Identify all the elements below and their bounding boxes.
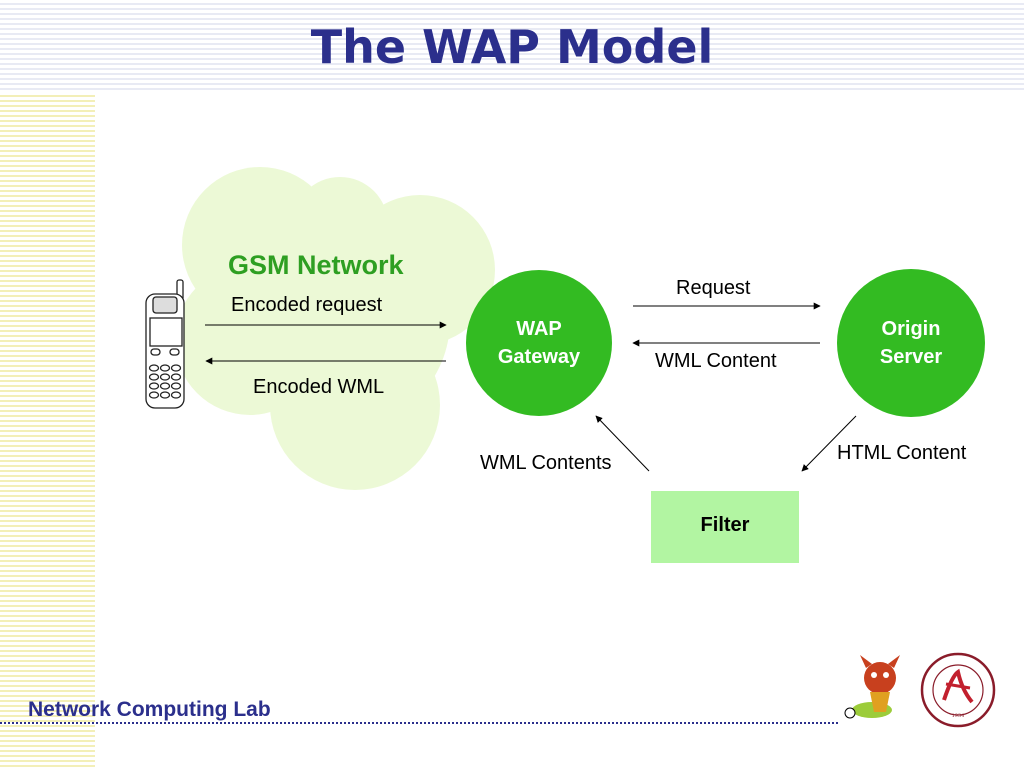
university-seal-logo: 1934 [920,652,996,728]
html-content-arrow [801,415,857,472]
mascot-logo [844,655,900,719]
wml-contents-arrow [595,415,650,472]
encoded-wml-label: Encoded WML [253,376,385,398]
request-label: Request [676,277,751,299]
origin-server-label: Origin Server [851,315,971,371]
gsm-network-label: GSM Network [228,250,404,280]
wap-gateway-label: WAP Gateway [479,315,599,371]
gsm-cloud [175,167,495,490]
origin-server-line2: Server [879,346,943,368]
sidebar-stripes [0,92,95,768]
svg-text:1934: 1934 [952,713,965,719]
encoded-request-label: Encoded request [231,294,383,316]
filter-node [651,491,799,563]
mobile-phone-icon [145,279,185,409]
footer-lab-name: Network Computing Lab [28,698,271,721]
wml-content-label: WML Content [655,350,777,372]
html-content-label: HTML Content [837,442,967,464]
origin-server-line1: Origin [881,318,941,340]
wap-gateway-line1: WAP [516,318,562,340]
origin-server-node [837,269,985,417]
wap-gateway-node [466,270,612,416]
footer-divider [0,722,838,724]
filter-label: Filter [700,514,750,536]
slide-title: The WAP Model [310,20,714,74]
header-stripes [0,0,1024,92]
wap-gateway-line2: Gateway [497,346,581,368]
wml-contents-label: WML Contents [480,452,612,474]
